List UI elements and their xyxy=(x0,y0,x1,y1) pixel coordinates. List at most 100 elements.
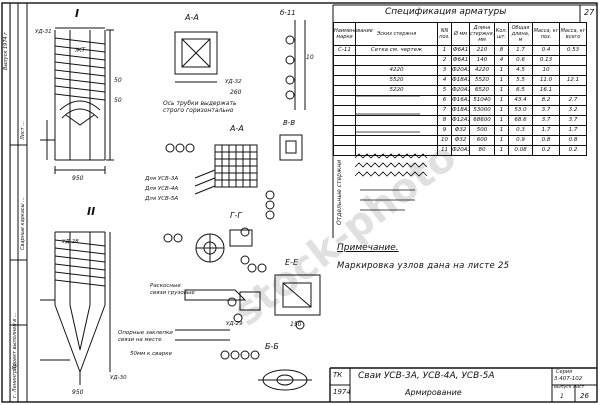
spec-header: Длина стержня, мм xyxy=(469,22,495,46)
view-AA-label: А-А xyxy=(185,13,199,22)
spec-cell-sum: 3.7 xyxy=(559,115,587,126)
tb-issue-label: Выпуск Лист xyxy=(554,385,585,390)
view-EE xyxy=(257,263,321,330)
spec-cell-len: 500 xyxy=(469,125,495,136)
dim-label: 950 xyxy=(72,175,84,182)
spec-cell-dia: Ф12А1 xyxy=(451,115,470,126)
separate-rods-label: Отдельные стержни xyxy=(336,159,343,225)
spec-cell-total: 0.08 xyxy=(508,145,533,156)
lower-details xyxy=(175,289,261,360)
spec-cell-len: 80 xyxy=(469,145,495,156)
vertical-note-3: Лист ... xyxy=(20,120,26,140)
spec-cell-sketch: 4220 xyxy=(355,65,438,76)
spec-cell-mass: 8.2 xyxy=(532,95,560,106)
vertical-issue-text: Выпуск 1974 г xyxy=(3,32,9,70)
view-GG-round xyxy=(163,227,257,273)
spec-cell-mass: 0.13 xyxy=(532,55,560,66)
spec-cell-pos: 1 xyxy=(437,45,452,56)
dim-label: 50 xyxy=(114,77,122,84)
spec-cell-sum: 0.2 xyxy=(559,145,587,156)
spec-cell-total: 53.0 xyxy=(508,105,533,116)
spec-cell-mass: 0.8 xyxy=(532,135,560,146)
vertical-note-1: Проект выполнен в ... xyxy=(12,312,18,370)
spec-cell-mass: 0.4 xyxy=(532,45,560,56)
spec-cell-sketch xyxy=(355,55,438,66)
for-unit-3: Для УСВ-3А xyxy=(145,176,179,182)
spec-cell-sketch xyxy=(355,125,438,136)
spec-cell-len: 68600 xyxy=(469,115,495,126)
spec-cell-sum xyxy=(559,55,587,66)
spec-cell-sum: 0.53 xyxy=(559,45,587,56)
section-II-label: II xyxy=(87,205,96,218)
spec-cell-sketch xyxy=(355,145,438,156)
tb-sheet: 26 xyxy=(580,392,589,400)
spec-cell-mass: 11.0 xyxy=(532,75,560,86)
tb-series-label: Серия xyxy=(556,369,572,375)
spec-cell-mark xyxy=(333,125,356,136)
spec-cell-total: 4.5 xyxy=(508,65,533,76)
view-BB-box xyxy=(279,134,303,161)
spec-cell-len: 5520 xyxy=(469,75,495,86)
spec-cell-qty: 1 xyxy=(494,75,509,86)
view-BB2-oval xyxy=(258,369,312,391)
spec-title: Спецификация арматуры xyxy=(385,7,507,17)
spec-header: Масса, кг поз. xyxy=(532,22,560,46)
spec-cell-pos: 7 xyxy=(437,105,452,116)
mark-zht: ЖТ xyxy=(75,47,86,54)
spec-cell-mark: С-11 xyxy=(333,45,356,56)
spec-header-row: Наименование марки Эскиз стержня NN поз.… xyxy=(333,22,587,46)
spec-cell-len: 600 xyxy=(469,135,495,146)
spec-cell-total: 5.5 xyxy=(508,75,533,86)
view-AA2-label: А-А xyxy=(230,124,244,133)
tb-subtitle: Армирование xyxy=(405,388,462,397)
view-GG-label: Г-Г xyxy=(230,211,242,220)
mark-ud29: УД-29 xyxy=(226,321,243,327)
spec-table: Наименование марки Эскиз стержня NN поз.… xyxy=(333,22,587,156)
spec-cell-len: 140 xyxy=(469,55,495,66)
spec-cell-sum xyxy=(559,65,587,76)
spec-cell-sum: 1.7 xyxy=(559,125,587,136)
spec-cell-len: 210 xyxy=(469,45,495,56)
spec-cell-sketch xyxy=(355,95,438,106)
spec-cell-sum: 0.8 xyxy=(559,135,587,146)
spec-cell-qty: 1 xyxy=(494,95,509,106)
spec-cell-qty: 8 xyxy=(494,45,509,56)
spec-header: Наименование марки xyxy=(333,22,373,46)
spec-cell-total: 43.4 xyxy=(508,95,533,106)
spec-cell-mass: 3.7 xyxy=(532,105,560,116)
spec-cell-mass: 3.7 xyxy=(532,115,560,126)
spec-header: Общая длина, м xyxy=(508,22,533,46)
spec-cell-len: 51040 xyxy=(469,95,495,106)
section-II xyxy=(40,231,111,385)
spec-cell-mass: 1.7 xyxy=(532,125,560,136)
spec-cell-pos: 5 xyxy=(437,85,452,96)
tb-code: ТК xyxy=(333,371,343,379)
tb-series: 3.407-102 xyxy=(554,376,583,382)
dim-label: 10 xyxy=(306,54,314,61)
spec-cell-sketch: 5220 xyxy=(355,85,438,96)
spec-cell-len: 4220 xyxy=(469,65,495,76)
tb-title: Сваи УСВ-3А, УСВ-4А, УСВ-5А xyxy=(358,371,495,381)
spec-header: Кол. шт. xyxy=(494,22,509,46)
spec-cell-dia: Ф20А1 xyxy=(451,65,470,76)
spec-cell-mark xyxy=(333,65,356,76)
annotation-drill: Раскосные связи грузовые xyxy=(150,283,195,296)
spec-cell-len: 53000 xyxy=(469,105,495,116)
annotation-axis: Ось трубки выдержать строго горизонтальн… xyxy=(163,100,237,114)
mark-ud32: УД-32 xyxy=(225,79,242,85)
spec-cell-sum xyxy=(559,85,587,96)
note-text: Маркировка узлов дана на листе 25 xyxy=(337,261,510,271)
view-b11 xyxy=(285,20,306,110)
view-b11-label: б-11 xyxy=(280,9,296,17)
note-title: Примечание. xyxy=(337,243,399,253)
spec-cell-mass: 10 xyxy=(532,65,560,76)
spec-cell-sketch: 5520 xyxy=(355,75,438,86)
